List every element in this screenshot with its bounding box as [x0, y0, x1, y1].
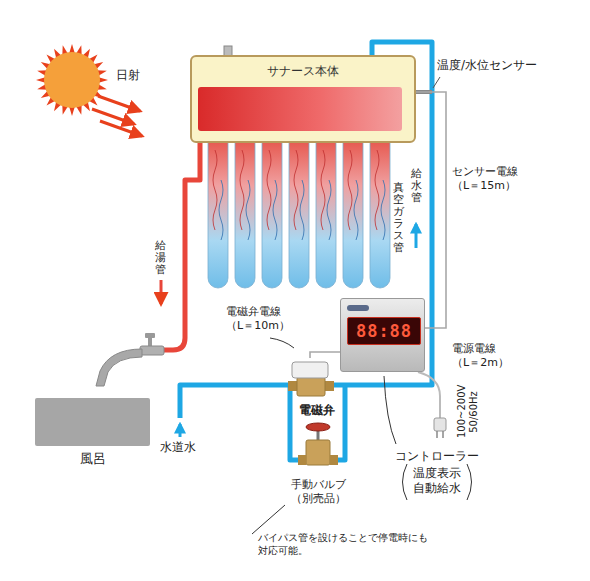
valve-label: 電磁弁 [282, 402, 352, 419]
sun-rays [36, 44, 108, 116]
glass-tube [289, 130, 309, 288]
plug-prong [442, 431, 444, 438]
plug-prong [436, 431, 438, 438]
water-flow [381, 180, 385, 240]
valve-actuator [292, 362, 328, 378]
pipe-label: 給水管 [411, 168, 422, 204]
heat-flow [267, 150, 271, 230]
glass-tube [262, 130, 282, 288]
power-cord [418, 372, 440, 418]
valve-nut [325, 381, 334, 391]
cable-label: 電磁弁電線 （L＝10m） [226, 305, 290, 333]
water-flow [327, 180, 331, 240]
power-plug [434, 418, 446, 431]
bath-tub: 風呂 [35, 398, 150, 470]
brand-badge [347, 305, 369, 311]
glass-tube [208, 130, 228, 288]
bath-label: 風呂 [35, 450, 150, 468]
water-label: 水道水 [160, 440, 196, 455]
flow-arrow [415, 224, 418, 248]
signal-cable [416, 92, 446, 328]
valve-nut [330, 455, 338, 465]
vacuum-tubes [208, 130, 390, 288]
heat-flow [213, 150, 217, 230]
leader-line [252, 505, 285, 534]
bracket [403, 464, 408, 500]
glass-tube [370, 130, 390, 288]
feature-list: 温度表示 自動給水 [412, 466, 462, 496]
flow-arrow [160, 280, 163, 304]
hot-water-band [198, 87, 402, 131]
radiation-arrows [92, 96, 142, 136]
bracket [467, 464, 472, 500]
glass-tube [316, 130, 336, 288]
voltage-label: 100~200V 50/60Hz [456, 386, 480, 438]
hot-pipe [160, 140, 200, 350]
heat-flow [294, 150, 298, 230]
signal-cable [310, 352, 340, 358]
radiation-arrow [92, 109, 134, 124]
feed-pipe [180, 42, 432, 418]
valve-body [306, 440, 330, 465]
bath-box [35, 398, 150, 446]
display-digits: 88:88 [356, 321, 412, 341]
faucet-handle [145, 333, 155, 338]
manual-valve-label: 手動バルブ （別売品） [287, 478, 349, 506]
manual-valve-figure [298, 423, 338, 465]
heat-flow [348, 150, 352, 230]
radiation-arrow [98, 96, 140, 111]
leader-line [270, 338, 294, 348]
sun-disc [44, 52, 100, 108]
note: バイパス管を設けることで停電時にも 対応可能。 [258, 532, 436, 557]
valve-body [297, 377, 325, 396]
solenoid-valve-figure [288, 362, 334, 396]
faucet [96, 333, 164, 386]
water-flow [354, 180, 358, 240]
faucet-body [140, 346, 164, 355]
glass-tube [343, 130, 363, 288]
faucet-spout [96, 349, 142, 386]
sensor-leader [433, 77, 440, 88]
glass-tube [235, 130, 255, 288]
cable-label: 電源電線 （L＝2m） [452, 342, 509, 370]
hand-wheel [306, 423, 330, 431]
tank-title: サナース本体 [192, 63, 414, 80]
water-flow [219, 180, 223, 240]
valve-nut [288, 381, 297, 391]
sun-icon [36, 44, 108, 116]
heat-flow [375, 150, 379, 230]
cable-label: センサー電線 （L＝15m） [452, 165, 524, 193]
controller-unit: 88:88 [340, 298, 425, 372]
radiation-arrow [100, 121, 142, 136]
leader-line [384, 376, 396, 444]
controller-label: コントローラー [395, 449, 479, 464]
tube-label: 真空ガラス管 [393, 182, 404, 255]
flow-arrow [179, 424, 182, 437]
water-flow [300, 180, 304, 240]
led-display: 88:88 [347, 317, 421, 345]
heat-flow [321, 150, 325, 230]
water-flow [246, 180, 250, 240]
valve-nut [298, 455, 306, 465]
water-flow [273, 180, 277, 240]
collector-tank: サナース本体 [190, 55, 416, 143]
pipe-label: 給湯管 [155, 240, 166, 276]
sun-label: 日射 [116, 68, 140, 83]
heat-flow [240, 150, 244, 230]
sensor-label: 温度/水位センサー [437, 58, 537, 73]
